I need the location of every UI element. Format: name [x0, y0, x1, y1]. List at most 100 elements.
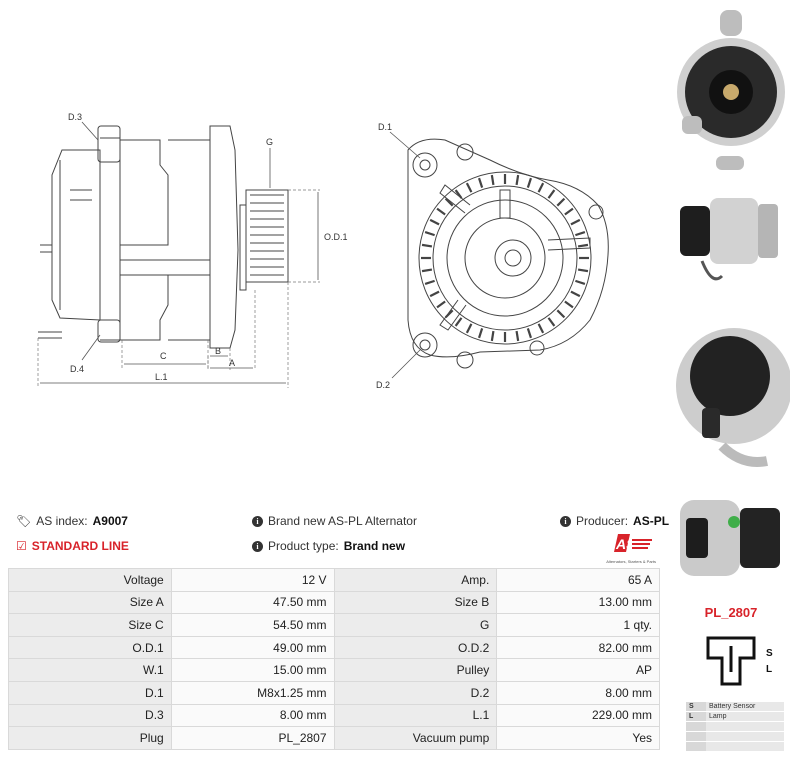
plug-code: PL_2807 [704, 605, 758, 620]
spec-value: 82.00 mm [496, 635, 660, 660]
standard-line: ☑ STANDARD LINE [16, 539, 129, 553]
spec-value: 8.00 mm [496, 680, 660, 705]
as-pl-logo-icon: AS [614, 534, 652, 552]
pin-l: L [766, 664, 772, 675]
product-photo-angle[interactable] [672, 482, 790, 600]
plug-pin-desc [706, 721, 784, 732]
spec-label: O.D.1 [8, 635, 172, 660]
spec-value: 54.50 mm [170, 613, 335, 637]
label-d2: D.2 [376, 380, 390, 390]
vent-slot [421, 243, 433, 248]
plug-legend-row [686, 731, 784, 742]
spec-value: 65 A [496, 568, 660, 592]
spec-label: O.D.2 [333, 635, 498, 660]
producer: i Producer: AS-PL [560, 514, 669, 528]
plug-pin-key [686, 721, 706, 732]
spec-value: 8.00 mm [170, 703, 335, 728]
spec-value: 229.00 mm [496, 703, 660, 728]
spec-value: 15.00 mm [170, 658, 335, 682]
vent-slot [429, 218, 440, 226]
producer-value: AS-PL [633, 514, 670, 528]
vent-slot [564, 207, 574, 216]
label-d3: D.3 [68, 112, 82, 122]
vent-slot [570, 290, 581, 298]
label-od1: O.D.1 [324, 232, 348, 242]
vent-slot [570, 218, 581, 226]
label-d4: D.4 [70, 364, 84, 374]
vent-slot [421, 268, 433, 273]
label-d1: D.1 [378, 122, 392, 132]
description: i Brand new AS-PL Alternator [252, 514, 417, 528]
product-photo-front[interactable] [672, 6, 790, 174]
pin-s: S [766, 648, 773, 659]
spec-label: Plug [8, 726, 172, 750]
check-square-icon: ☑ [16, 539, 27, 553]
vent-slot [577, 268, 589, 273]
product-photo-rear[interactable] [672, 296, 790, 476]
vent-slot [429, 290, 440, 298]
spec-value: 12 V [170, 568, 335, 592]
plug-pin-desc: Lamp [706, 711, 784, 722]
label-b: B [215, 346, 221, 356]
spec-label: D.2 [333, 680, 498, 705]
technical-drawing: D.3 D.4 G O.D.1 C B A L.1 D.1 D.2 [37, 112, 609, 390]
vent-slot [490, 330, 495, 342]
spec-label: W.1 [8, 658, 172, 682]
spec-label: L.1 [333, 703, 498, 728]
plug-pin-key: L [686, 711, 706, 722]
producer-logo: AS Alternators, Starters & Parts [596, 532, 656, 564]
vent-slot [577, 243, 589, 248]
info-icon: i [560, 515, 571, 527]
vent-slot [526, 177, 533, 188]
svg-text:AS: AS [615, 536, 636, 552]
as-index-label: AS index: [36, 514, 88, 528]
producer-label: Producer: [576, 514, 629, 528]
plug-pin-desc: Battery Sensor [706, 702, 784, 712]
tag-icon: 🏷 [16, 514, 32, 528]
spec-label: Amp. [333, 568, 498, 592]
spec-label: Size A [8, 590, 172, 615]
vent-slot [564, 300, 574, 309]
plug-pin-desc [706, 741, 784, 752]
spec-value: AP [496, 658, 660, 682]
spec-label: Pulley [333, 658, 498, 682]
as-index: 🏷 AS index: A9007 [16, 514, 128, 528]
spec-label: D.3 [8, 703, 172, 728]
product-photo-side[interactable] [672, 176, 790, 294]
spec-label: Voltage [8, 568, 172, 592]
info-icon: i [252, 515, 263, 527]
spec-label: G [333, 613, 498, 637]
label-l1: L.1 [155, 372, 168, 382]
plug-pin-key [686, 741, 706, 752]
plug-legend-row [686, 721, 784, 732]
vent-slot [444, 197, 454, 207]
vent-slot [465, 182, 473, 193]
vent-slot [575, 279, 586, 286]
vent-slot [424, 230, 435, 237]
label-g: G [266, 137, 273, 147]
plug-pin-key [686, 731, 706, 742]
spec-value: M8x1.25 mm [170, 680, 335, 705]
vent-slot [444, 309, 454, 319]
spec-value: 13.00 mm [496, 590, 660, 615]
vent-slot [465, 323, 473, 334]
spec-value: 1 qty. [496, 613, 660, 637]
vent-slot [436, 207, 446, 216]
spec-label: Vacuum pump [333, 726, 498, 750]
spec-label: Size C [8, 613, 172, 637]
vent-slot [490, 174, 495, 186]
vent-slot [547, 189, 556, 199]
plug-pin-desc [706, 731, 784, 742]
plug-legend-row [686, 741, 784, 752]
